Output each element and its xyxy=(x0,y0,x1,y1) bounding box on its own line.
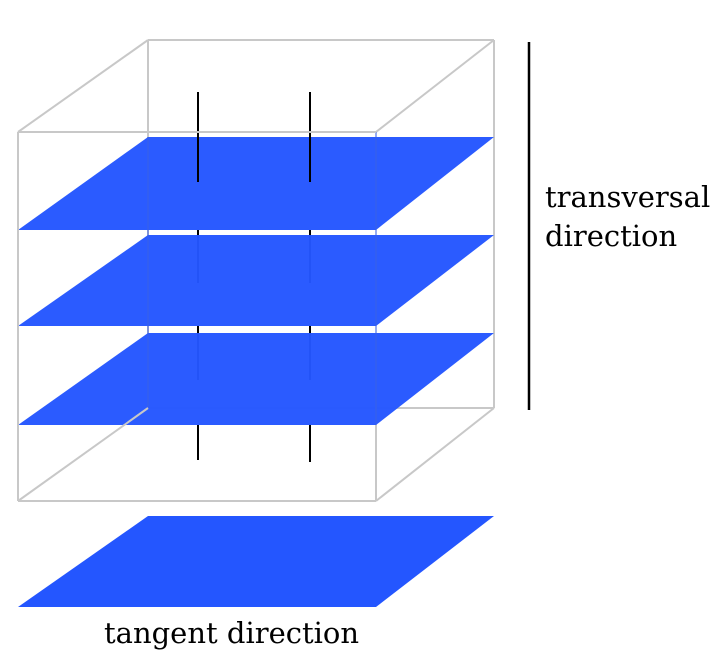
box-front-edges xyxy=(17,131,495,502)
transversal-label-line1: transversal xyxy=(545,180,710,214)
transversal-label-line2: direction xyxy=(545,219,677,253)
plane-3 xyxy=(18,333,494,425)
plane-2 xyxy=(18,235,494,326)
base-plane xyxy=(18,516,494,607)
tangent-label: tangent direction xyxy=(104,616,359,650)
box-interior-lines xyxy=(147,132,377,425)
transversal-fibers xyxy=(197,92,311,182)
stacked-planes xyxy=(18,137,494,425)
plane-1 xyxy=(18,137,494,230)
